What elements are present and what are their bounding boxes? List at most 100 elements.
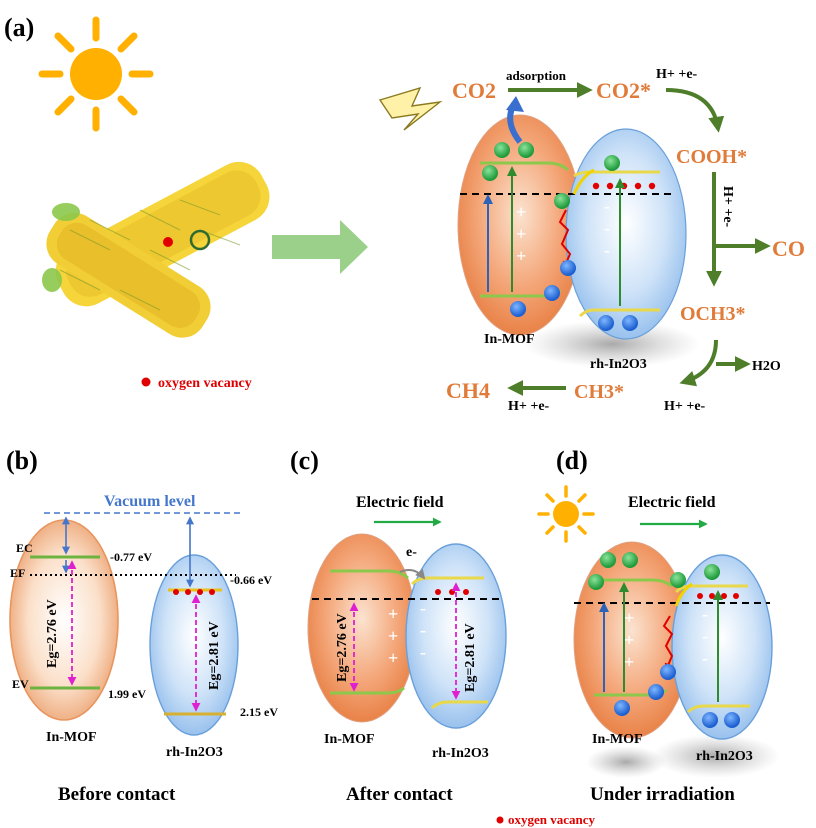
label-h-e-3: H+ +e- xyxy=(664,399,706,414)
svg-text:-: - xyxy=(604,240,610,260)
svg-text:-: - xyxy=(420,642,426,662)
svg-text:+: + xyxy=(516,246,526,266)
svg-text:-: - xyxy=(702,604,708,624)
label-h-e-4: H+ +e- xyxy=(508,399,550,414)
label-in-mof: In-MOF xyxy=(324,732,375,747)
hole-icon xyxy=(510,260,638,331)
flow-arrow xyxy=(679,339,718,387)
label-h-e-2: H+ +e- xyxy=(720,186,735,228)
electron-icon xyxy=(588,552,720,590)
rh-vb xyxy=(578,308,660,318)
label-in-mof: In-MOF xyxy=(484,332,535,347)
label-cb-in-mof: -0.77 eV xyxy=(110,550,152,564)
in-mof-cb xyxy=(330,569,409,580)
caption-after-contact: After contact xyxy=(346,784,453,805)
label-ef: EF xyxy=(10,566,25,580)
caption-under-irradiation: Under irradiation xyxy=(590,784,735,805)
svg-text:+: + xyxy=(388,626,398,646)
sun-icon xyxy=(537,485,595,543)
label-in-mof: In-MOF xyxy=(46,730,97,745)
species-cooh-star: COOH* xyxy=(676,146,747,168)
svg-text:-: - xyxy=(604,218,610,238)
shadow xyxy=(586,746,666,778)
arrow-right-icon xyxy=(272,220,368,274)
species-ch3-star: CH3* xyxy=(574,381,624,403)
hole-icon xyxy=(614,664,740,728)
label-cb-rh: -0.66 eV xyxy=(230,573,272,587)
label-electric-field: Electric field xyxy=(628,494,716,511)
charge-signs: + + + - - - xyxy=(516,196,610,266)
label-eg-rh: Eg=2.81 eV xyxy=(463,623,478,692)
species-h2o: H2O xyxy=(752,359,781,374)
label-adsorption: adsorption xyxy=(506,68,567,83)
recombination-arrow xyxy=(558,209,572,270)
panel-label-b: (b) xyxy=(6,446,38,475)
legend-oxygen-vacancy: oxygen vacancy xyxy=(158,376,252,391)
label-ec: EC xyxy=(16,541,33,555)
label-vb-in-mof: 1.99 eV xyxy=(108,687,146,701)
panel-label-d: (d) xyxy=(556,446,588,475)
electron-transfer-arrow xyxy=(674,582,693,607)
svg-text:+: + xyxy=(516,202,526,222)
vacancy-dots xyxy=(173,589,215,595)
footer-legend-oxygen-vacancy: oxygen vacancy xyxy=(508,812,596,827)
legend-dot xyxy=(141,377,151,387)
species-och3-star: OCH3* xyxy=(680,303,746,325)
svg-text:-: - xyxy=(420,598,426,618)
charge-signs: +++ --- xyxy=(388,598,426,668)
label-rh-in2o3: rh-In2O3 xyxy=(590,357,647,372)
rh-vb xyxy=(430,700,488,710)
electron-icon xyxy=(482,142,620,209)
rh-in2o3-particle xyxy=(565,128,687,340)
svg-text:+: + xyxy=(388,648,398,668)
svg-text:-: - xyxy=(420,620,426,640)
svg-text:+: + xyxy=(388,604,398,624)
svg-text:+: + xyxy=(624,652,634,672)
species-co: CO xyxy=(772,236,805,261)
rh-cb xyxy=(674,584,748,594)
label-electric-field: Electric field xyxy=(356,494,444,511)
label-h-e-1: H+ +e- xyxy=(656,67,698,82)
label-rh-in2o3: rh-In2O3 xyxy=(166,745,223,760)
shadow xyxy=(524,320,700,368)
svg-text:-: - xyxy=(702,626,708,646)
mof-nanostructure-image xyxy=(42,161,270,338)
oxygen-vacancy-dot xyxy=(163,237,173,247)
sun-icon xyxy=(38,16,154,132)
svg-text:-: - xyxy=(604,196,610,216)
label-vb-rh: 2.15 eV xyxy=(240,705,278,719)
electron-transfer-arrow xyxy=(399,568,426,580)
svg-text:-: - xyxy=(702,648,708,668)
charge-signs: +++ --- xyxy=(624,604,708,672)
label-eg-rh: Eg=2.81 eV xyxy=(207,621,222,690)
label-rh-in2o3: rh-In2O3 xyxy=(696,749,753,764)
lightning-icon xyxy=(378,86,443,131)
label-rh-in2o3: rh-In2O3 xyxy=(432,746,489,761)
vacancy-dots xyxy=(435,589,469,595)
rh-vb xyxy=(686,704,750,714)
species-co2: CO2 xyxy=(452,78,496,103)
shadow xyxy=(652,734,780,778)
species-co2-star: CO2* xyxy=(596,78,651,103)
in-mof-cb xyxy=(596,578,673,588)
in-mof-cb xyxy=(480,161,569,172)
label-ev: EV xyxy=(12,677,29,691)
species-ch4: CH4 xyxy=(446,378,490,403)
in-mof-vb xyxy=(330,686,405,695)
label-in-mof: In-MOF xyxy=(592,732,643,747)
flow-arrow xyxy=(665,88,725,133)
panel-label-a: (a) xyxy=(4,13,34,42)
label-eg-in-mof: Eg=2.76 eV xyxy=(45,599,60,668)
panel-label-c: (c) xyxy=(290,446,319,475)
electron-transfer-arrow xyxy=(572,168,595,195)
svg-text:+: + xyxy=(624,608,634,628)
svg-text:+: + xyxy=(516,224,526,244)
label-electron: e- xyxy=(406,545,417,560)
label-vacuum-level: Vacuum level xyxy=(104,493,196,510)
label-eg-in-mof: Eg=2.76 eV xyxy=(335,613,350,682)
svg-text:+: + xyxy=(624,630,634,650)
recombination-arrow xyxy=(662,615,674,672)
legend-dot xyxy=(496,816,504,824)
